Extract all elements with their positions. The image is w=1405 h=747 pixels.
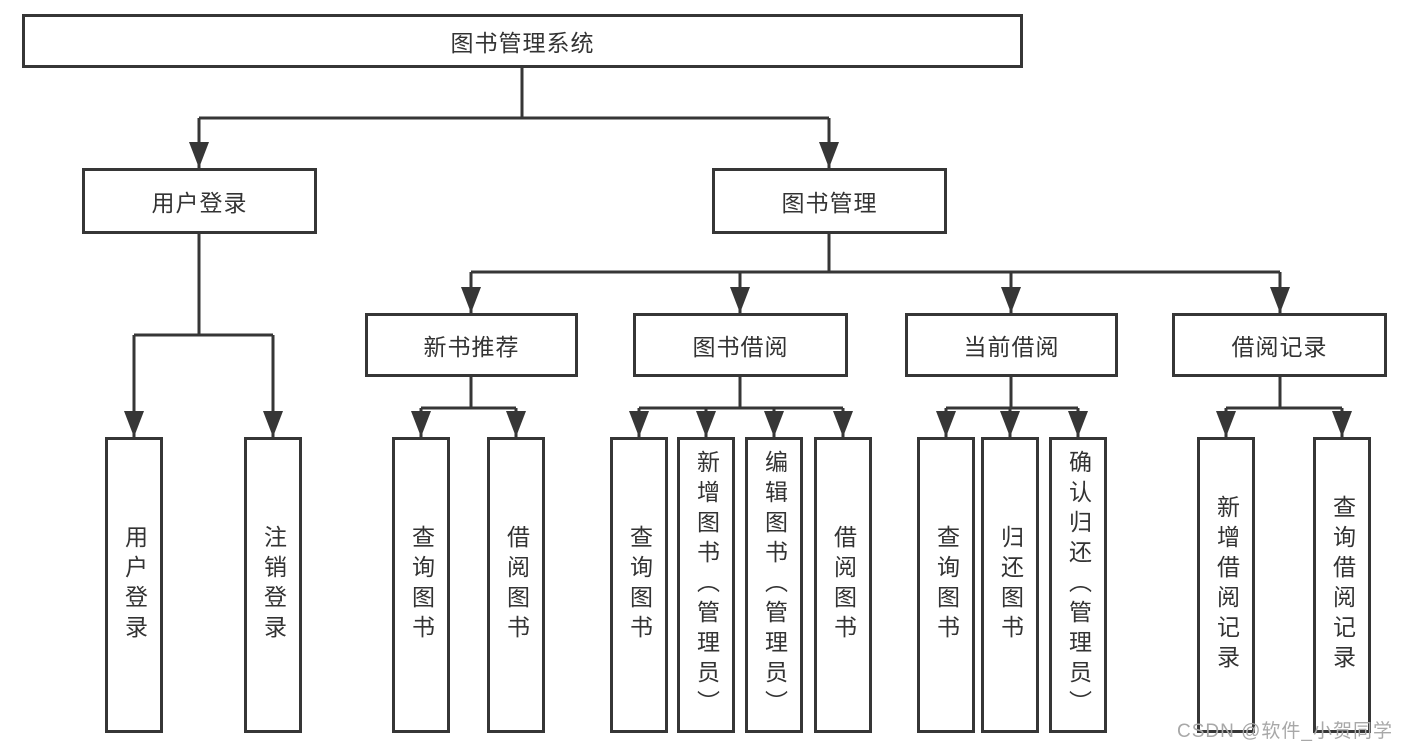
node-root-library-system: 图书管理系统 — [22, 14, 1023, 68]
leaf-query-books-current: 查询图书 — [917, 437, 975, 733]
leaf-return-books: 归还图书 — [981, 437, 1039, 733]
leaf-query-books-borrow: 查询图书 — [610, 437, 668, 733]
csdn-watermark: CSDN @软件_小贺同学 — [1177, 721, 1393, 742]
node-book-management-branch: 图书管理 — [712, 168, 947, 234]
node-label: 归还图书 — [997, 525, 1024, 645]
node-label: 图书管理系统 — [450, 30, 595, 56]
node-label: 注销登录 — [260, 525, 287, 645]
node-user-login-branch: 用户登录 — [82, 168, 317, 234]
node-label: 新书推荐 — [423, 334, 520, 360]
node-label: 确认归还（管理员） — [1065, 450, 1092, 720]
leaf-borrow-books-recommend: 借阅图书 — [487, 437, 545, 733]
leaf-confirm-return-admin: 确认归还（管理员） — [1049, 437, 1107, 733]
node-borrowing-records: 借阅记录 — [1172, 313, 1387, 377]
node-label: 借阅图书 — [830, 525, 857, 645]
node-label: 当前借阅 — [963, 334, 1060, 360]
node-label: 查询借阅记录 — [1329, 495, 1356, 675]
node-label: 借阅图书 — [503, 525, 530, 645]
node-current-borrowing: 当前借阅 — [905, 313, 1118, 377]
node-label: 用户登录 — [121, 525, 148, 645]
leaf-query-books-recommend: 查询图书 — [392, 437, 450, 733]
node-label: 借阅记录 — [1231, 334, 1328, 360]
node-new-book-recommend: 新书推荐 — [365, 313, 578, 377]
leaf-add-books-admin: 新增图书（管理员） — [677, 437, 735, 733]
leaf-logout: 注销登录 — [244, 437, 302, 733]
leaf-query-borrow-record: 查询借阅记录 — [1313, 437, 1371, 733]
leaf-user-login: 用户登录 — [105, 437, 163, 733]
leaf-add-borrow-record: 新增借阅记录 — [1197, 437, 1255, 733]
node-label: 用户登录 — [151, 190, 248, 216]
node-label: 查询图书 — [408, 525, 435, 645]
leaf-edit-books-admin: 编辑图书（管理员） — [745, 437, 803, 733]
node-label: 新增图书（管理员） — [693, 450, 720, 720]
node-book-borrowing: 图书借阅 — [633, 313, 848, 377]
node-label: 图书管理 — [781, 190, 878, 216]
node-label: 图书借阅 — [692, 334, 789, 360]
node-label: 编辑图书（管理员） — [761, 450, 788, 720]
node-label: 查询图书 — [626, 525, 653, 645]
node-label: 查询图书 — [933, 525, 960, 645]
leaf-borrow-books: 借阅图书 — [814, 437, 872, 733]
node-label: 新增借阅记录 — [1213, 495, 1240, 675]
